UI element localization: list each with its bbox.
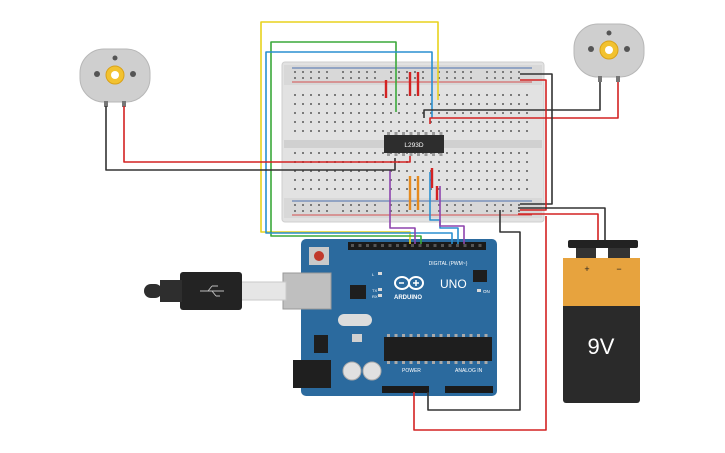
purple-wire[interactable] — [389, 170, 416, 244]
arduino-brand: ARDUINO — [394, 295, 422, 301]
left-motor-red-wire[interactable] — [123, 106, 411, 163]
power-header — [382, 386, 429, 393]
usb-cable[interactable] — [144, 272, 287, 310]
l-label: L — [372, 272, 375, 277]
tx-label: TX — [372, 288, 377, 293]
chip-pins — [387, 132, 443, 156]
chip-label: L293D — [404, 142, 423, 149]
yellow-wire[interactable] — [260, 21, 439, 244]
analog-label: ANALOG IN — [455, 368, 483, 374]
battery-minus-label: − — [616, 264, 621, 274]
usb-port — [282, 272, 332, 310]
dc-motor-right[interactable] — [573, 23, 645, 82]
battery-9v[interactable]: + − 9V — [563, 240, 640, 403]
gnd-wire[interactable] — [427, 210, 521, 411]
atmega-chip — [384, 337, 492, 361]
arduino-logo — [394, 276, 424, 290]
arduino-model: UNO — [440, 277, 467, 291]
5v-wire[interactable] — [413, 216, 547, 431]
battery-red-wire[interactable] — [518, 213, 599, 240]
gear-icon — [105, 65, 125, 85]
wires — [105, 21, 619, 431]
right-motor-black-wire[interactable] — [423, 82, 601, 118]
analog-header — [445, 386, 493, 393]
battery-voltage-label: 9V — [588, 334, 615, 359]
reset-button[interactable] — [314, 251, 324, 261]
on-label: ON — [483, 289, 490, 294]
rx-label: RX — [372, 294, 378, 299]
usb-symbol-icon — [200, 285, 224, 297]
l293d-chip[interactable]: L293D — [384, 132, 444, 156]
power-label: POWER — [402, 368, 421, 374]
gear-icon — [599, 40, 619, 60]
left-motor-black-wire[interactable] — [105, 106, 396, 171]
green-wire[interactable] — [270, 41, 422, 244]
digital-label: DIGITAL (PWM~) — [429, 261, 468, 267]
blue-wire[interactable] — [265, 51, 453, 244]
digital-header — [348, 242, 486, 250]
dc-jack — [293, 360, 331, 388]
dc-motor-left[interactable] — [79, 48, 151, 107]
arduino-uno-board[interactable]: ARDUINO UNO DIGITAL (PWM~) POWER ANALOG … — [282, 239, 497, 396]
right-motor-red-wire[interactable] — [429, 82, 619, 124]
battery-black-wire[interactable] — [518, 207, 606, 240]
purple-wire-2[interactable] — [439, 186, 465, 244]
battery-plus-label: + — [584, 264, 589, 274]
